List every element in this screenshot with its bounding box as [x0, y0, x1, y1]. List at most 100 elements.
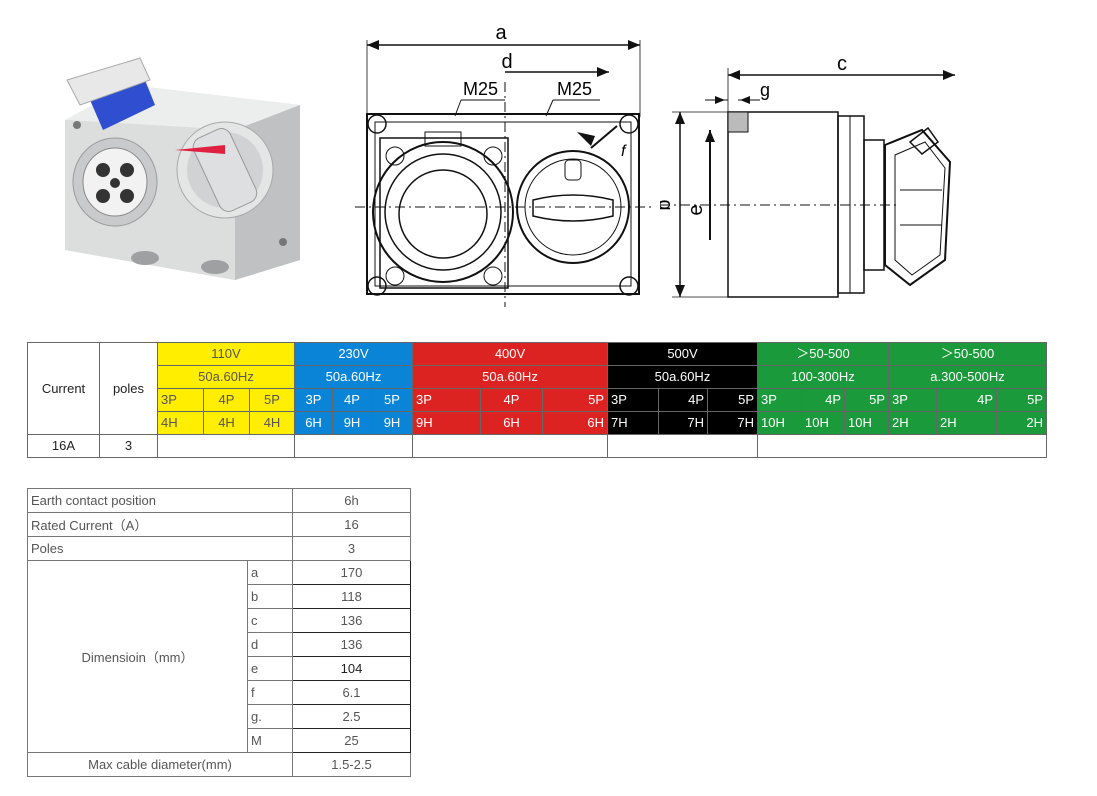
dimension-key: g.: [247, 704, 293, 729]
rated-current-row: Rated Current（A） 16: [27, 512, 411, 537]
current-header: Current: [27, 342, 100, 435]
earth-position-row: 4H 4H 4H 6H 9H 9H 9H 6H 6H 7H 7H 7H 10H …: [28, 411, 1047, 435]
earth-contact-label: Earth contact position: [27, 488, 293, 513]
dim-e-label: e: [685, 204, 707, 215]
voltage-400v: 400V: [412, 342, 608, 366]
hour-cell: 9H: [371, 411, 413, 435]
hour-cell: 9H: [332, 411, 372, 435]
pole-cell: 3P: [757, 388, 802, 412]
dimension-value: 136: [292, 632, 411, 657]
hour-cell: 6H: [480, 411, 543, 435]
pole-cell: 3P: [412, 388, 481, 412]
hour-cell: 4H: [157, 411, 204, 435]
empty-cell: [157, 434, 295, 458]
pole-cell: 5P: [371, 388, 413, 412]
dimension-row: f 6.1: [28, 680, 411, 705]
dimension-value: 6.1: [292, 680, 411, 705]
current-16a-row: 16A 3: [27, 434, 1047, 458]
pole-cell: 5P: [707, 388, 758, 412]
dim-c-label: c: [837, 53, 847, 75]
dimension-row: Dimensioin（mm） a 170: [27, 560, 411, 753]
hour-cell: 6H: [542, 411, 608, 435]
hour-cell: 2H: [888, 411, 937, 435]
empty-cell: [757, 434, 1047, 458]
pole-cell: 4P: [480, 388, 543, 412]
empty-cell: [412, 434, 608, 458]
voltage-500v: 500V: [607, 342, 758, 366]
freq-400v: 50a.60Hz: [412, 365, 608, 389]
earth-contact-row: Earth contact position 6h: [27, 488, 411, 513]
freq-100-300: 100-300Hz: [757, 365, 889, 389]
dimension-label: Dimensioin（mm）: [27, 560, 248, 753]
freq-500v: 50a.60Hz: [607, 365, 758, 389]
hour-cell: 2H: [996, 411, 1047, 435]
pole-cell: 4P: [801, 388, 845, 412]
hour-cell: 4H: [203, 411, 250, 435]
hour-cell: 7H: [607, 411, 659, 435]
voltage-230v: 230V: [294, 342, 413, 366]
hour-cell: 6H: [294, 411, 333, 435]
product-photo: [65, 57, 300, 280]
dim-f-label: f: [621, 143, 627, 160]
poles-row: Poles 3: [27, 536, 411, 561]
dimension-value: 104: [292, 656, 411, 681]
dimension-key: f: [247, 680, 293, 705]
dimension-row: b 118: [28, 584, 411, 609]
pole-cell: 4P: [203, 388, 250, 412]
hour-cell: 10H: [801, 411, 845, 435]
m25-left-label: M25: [463, 79, 498, 99]
poles-value: 3: [292, 536, 411, 561]
freq-300-500: a.300-500Hz: [888, 365, 1047, 389]
dim-a-label: a: [495, 22, 507, 44]
dimension-key: M: [247, 728, 293, 753]
hour-cell: 10H: [844, 411, 889, 435]
hour-cell: 4H: [249, 411, 295, 435]
front-view-drawing: a d M25 M25 f: [355, 22, 655, 307]
voltage-110v: 110V: [157, 342, 295, 366]
cable-diameter-value: 1.5-2.5: [292, 752, 411, 777]
pole-cell: 4P: [332, 388, 372, 412]
freq-230v: 50a.60Hz: [294, 365, 413, 389]
voltage-frequency-table: Current poles 110V 230V 400V 500V ＞50-50…: [27, 342, 1047, 458]
pole-cell: 3P: [607, 388, 659, 412]
pole-cell: 5P: [996, 388, 1047, 412]
hour-cell: 7H: [707, 411, 758, 435]
pole-cell: 5P: [844, 388, 889, 412]
cable-diameter-row: Max cable diameter(mm) 1.5-2.5: [27, 752, 411, 777]
hour-cell: 2H: [936, 411, 997, 435]
pole-cell: 5P: [249, 388, 295, 412]
dim-g-label: g: [760, 80, 770, 100]
dimension-value: 170: [292, 560, 411, 585]
current-value: 16A: [27, 434, 100, 458]
voltage-50-500-b: ＞50-500: [888, 342, 1047, 366]
pole-cell: 3P: [294, 388, 333, 412]
poles-label: Poles: [27, 536, 293, 561]
dim-d-label: d: [501, 51, 512, 73]
voltage-50-500-a: ＞50-500: [757, 342, 889, 366]
freq-110v: 50a.60Hz: [157, 365, 295, 389]
dimension-value: 25: [292, 728, 411, 753]
dimension-key: b: [247, 584, 293, 609]
rated-current-value: 16: [292, 512, 411, 537]
dimension-row: g. 2.5: [28, 704, 411, 729]
pole-cell: 3P: [888, 388, 937, 412]
poles-header: poles: [99, 342, 158, 435]
dimension-key: c: [247, 608, 293, 633]
m25-right-label: M25: [557, 79, 592, 99]
dimension-key: a: [247, 560, 293, 585]
voltage-row: Current poles 110V 230V 400V 500V ＞50-50…: [27, 342, 1047, 435]
cable-diameter-label: Max cable diameter(mm): [27, 752, 293, 777]
rated-current-label: Rated Current（A）: [27, 512, 293, 537]
hour-cell: 9H: [412, 411, 481, 435]
empty-cell: [294, 434, 413, 458]
pole-cell: 5P: [542, 388, 608, 412]
pole-cell: 3P: [157, 388, 204, 412]
earth-contact-value: 6h: [292, 488, 411, 513]
pole-count-row: 3P 4P 5P 3P 4P 5P 3P 4P 5P 3P 4P 5P 3P 4…: [28, 388, 1047, 412]
hour-cell: 7H: [658, 411, 708, 435]
dimension-value: 2.5: [292, 704, 411, 729]
dimension-key: e: [247, 656, 293, 681]
dimension-row: c 136: [28, 608, 411, 633]
pole-cell: 4P: [936, 388, 997, 412]
frequency-row: 50a.60Hz 50a.60Hz 50a.60Hz 50a.60Hz 100-…: [28, 365, 1047, 389]
